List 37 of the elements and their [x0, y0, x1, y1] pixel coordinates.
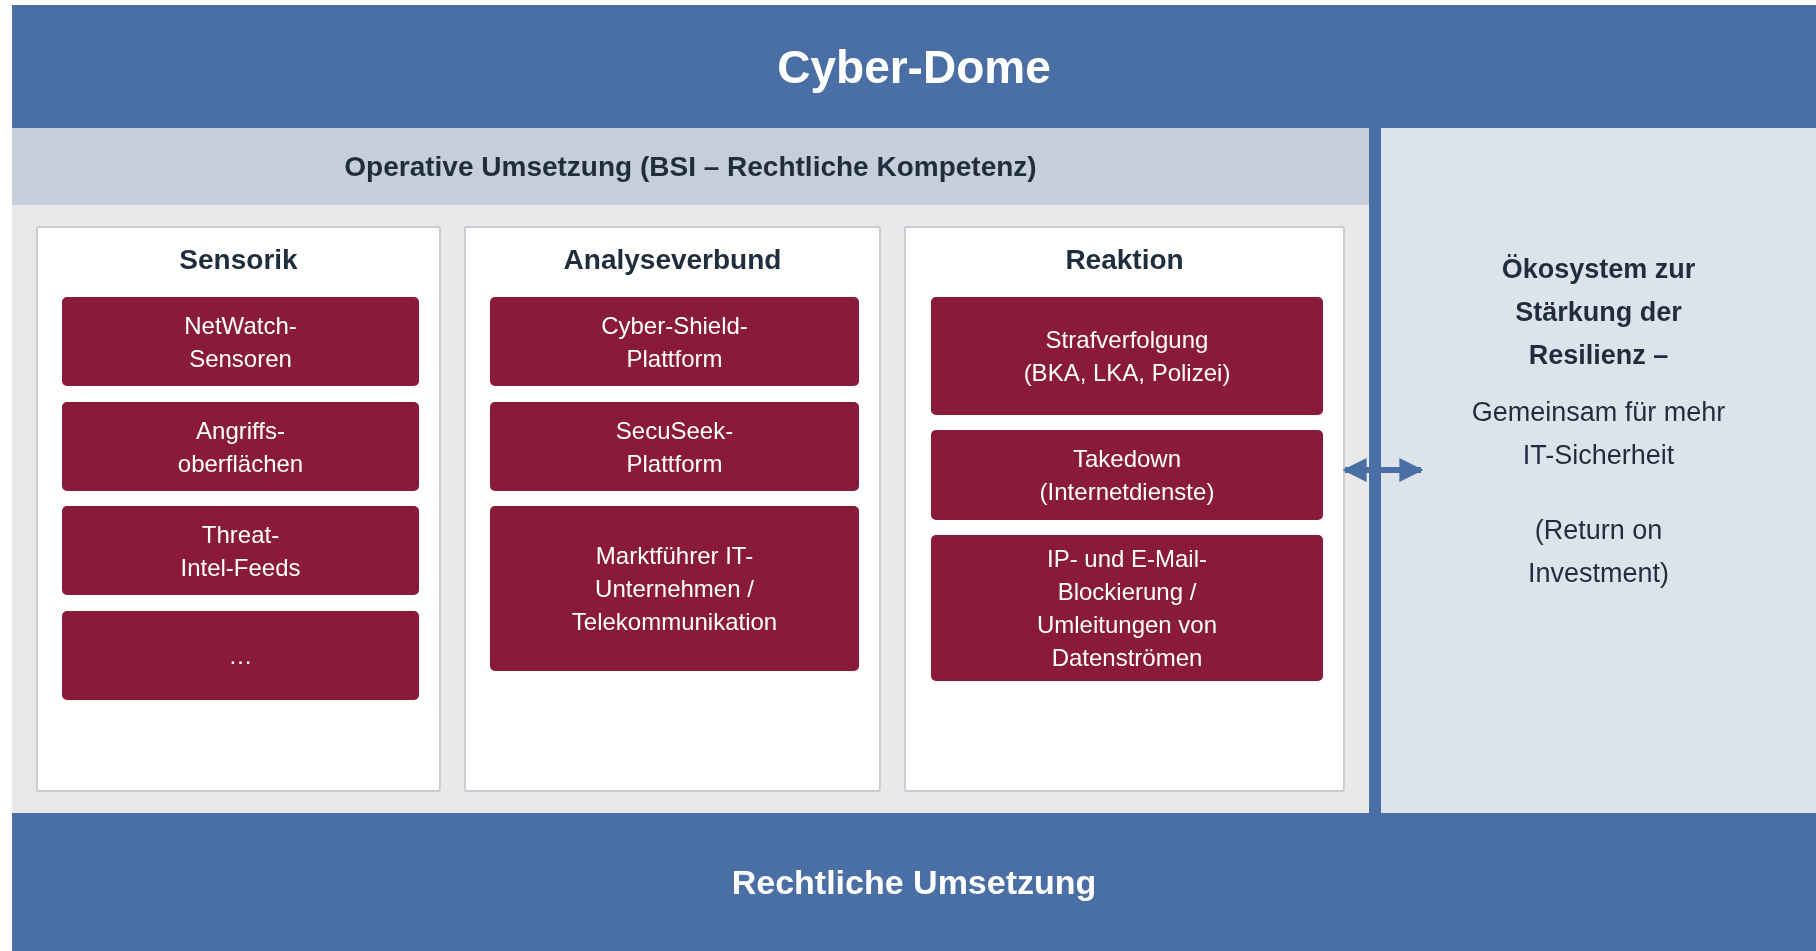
item-text: Angriffs-oberflächen [176, 415, 305, 479]
side-panel [1381, 128, 1816, 813]
item-text: … [228, 641, 253, 671]
panel-text: (Return on Investment) [1526, 514, 1671, 590]
item-text: Cyber-Shield-Plattform [600, 310, 749, 374]
item-text: Strafverfolgung (BKA, LKA, Polizei) [1022, 325, 1232, 388]
item-box [931, 430, 1323, 520]
column-card [464, 226, 881, 792]
item-box [62, 402, 419, 491]
panel-text: Gemeinsam für mehr IT-Sicherheit [1470, 396, 1727, 472]
title-banner [12, 813, 1816, 951]
item-text: Threat-Intel-Feeds [179, 519, 302, 583]
operations-panel [12, 128, 1369, 813]
item-text: Marktführer IT-Unternehmen / Telekommunikation [570, 541, 779, 637]
item-text: IP- und E-Mail-Blockierung / Umleitungen von Datenströmen [1035, 544, 1219, 673]
item-box [490, 506, 859, 671]
item-text: SecuSeek-Plattform [614, 415, 735, 479]
banner-label: Cyber-Dome [777, 39, 1051, 94]
column-heading: Sensorik [178, 244, 299, 276]
double-arrow [1342, 458, 1424, 482]
section-heading: Operative Umsetzung (BSI – Rechtliche Kompetenz) [12, 128, 1369, 205]
item-text: Takedown (Internetdienste) [1038, 444, 1216, 507]
item-box [490, 297, 859, 386]
item-text: NetWatch-Sensoren [183, 310, 298, 374]
item-box [62, 297, 419, 386]
title-banner [12, 5, 1816, 128]
item-box [931, 297, 1323, 415]
column-heading: Reaktion [1064, 244, 1185, 276]
item-box [62, 611, 419, 700]
item-box [490, 402, 859, 491]
banner-label: Rechtliche Umsetzung [731, 862, 1097, 902]
item-box [62, 506, 419, 595]
column-card [904, 226, 1345, 792]
column-card [36, 226, 441, 792]
panel-heading: Ökosystem zur Stärkung der Resilienz – [1500, 253, 1697, 372]
column-heading: Analyseverbund [562, 244, 783, 276]
item-box [931, 535, 1323, 681]
